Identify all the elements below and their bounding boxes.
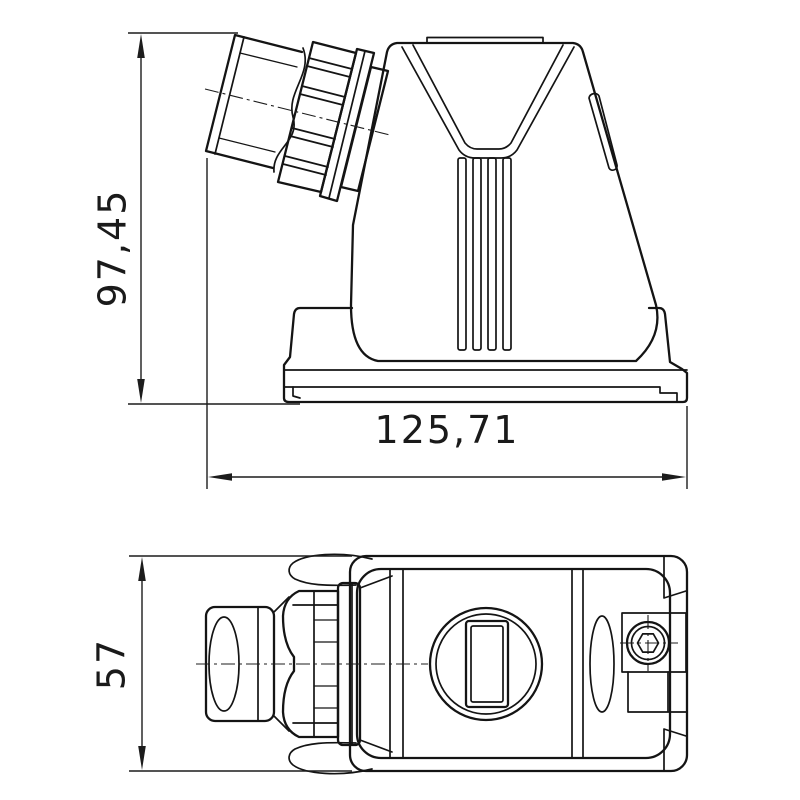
- width-dimension-label: 125,71: [375, 408, 520, 452]
- rib-4: [502, 157, 512, 351]
- base-plate-foot-step: [292, 386, 301, 399]
- side-latch-seam: [588, 92, 618, 171]
- gland-cone-upper: [273, 596, 290, 613]
- gland-cone-lower: [273, 715, 290, 732]
- rib-2: [472, 157, 482, 351]
- slot-inner: [470, 625, 504, 703]
- boss-circle-inner: [435, 613, 537, 715]
- rib-1: [457, 157, 467, 351]
- plan-cable-gland: [196, 581, 428, 747]
- front-elevation-view: [204, 33, 689, 404]
- tab-bottom-right: [663, 728, 687, 771]
- base-plate-outline: [282, 306, 689, 404]
- base-plate: [282, 306, 689, 404]
- gland-sleeve-highlight-bottom: [218, 137, 276, 153]
- tab-top-right: [663, 556, 687, 599]
- plan-gland-nut: [281, 589, 340, 739]
- dimension-height: 97,45: [91, 32, 300, 405]
- gland-neck-upper: [359, 575, 393, 589]
- arrowhead-up: [137, 34, 145, 58]
- depth-arrowhead-down: [138, 746, 146, 770]
- gland-boss-wing-upper: [288, 553, 373, 587]
- gland-flange-inner-line: [328, 50, 366, 199]
- gland-flange: [318, 47, 376, 203]
- v-groove-outer: [401, 46, 575, 159]
- gland-sleeve-highlight-top: [239, 52, 298, 68]
- gland-nut-rib-bands: [282, 57, 353, 176]
- gland-neck-lower: [359, 739, 393, 753]
- boss-circle-outer: [428, 606, 544, 722]
- arrowhead-down: [137, 379, 145, 403]
- corner-tabs: [663, 556, 687, 771]
- v-groove-inner: [412, 44, 564, 150]
- top-plan-view: [196, 553, 689, 775]
- gland-boss-wing-lower: [288, 741, 373, 775]
- conduit-break-wavy-line: [273, 47, 306, 173]
- gland-sleeve-outline: [204, 33, 304, 170]
- rib-3: [487, 157, 497, 351]
- dimension-depth: 57: [90, 555, 352, 772]
- gland-axis-centerline: [204, 88, 391, 136]
- screw-bracket-lower: [627, 671, 687, 713]
- base-plate-foot-line: [283, 386, 678, 402]
- dimension-width: 125,71: [206, 158, 688, 489]
- housing-top-tab: [426, 36, 544, 44]
- hex-socket: [636, 633, 660, 653]
- oval-cutout: [589, 615, 615, 713]
- cable-gland-assembly: [204, 33, 391, 203]
- slot-outer: [464, 619, 510, 709]
- screw-assembly: [620, 612, 687, 713]
- housing-ribs: [457, 157, 512, 351]
- slot-boss: [428, 606, 544, 722]
- depth-arrowhead-up: [138, 557, 146, 581]
- arrowhead-right: [662, 473, 686, 481]
- housing-body-outline: [349, 41, 659, 363]
- gland-ring: [339, 65, 390, 193]
- arrowhead-left: [208, 473, 232, 481]
- height-dimension-label: 97,45: [91, 189, 135, 308]
- depth-dimension-label: 57: [90, 638, 134, 690]
- nut-axial-ribs: [313, 619, 339, 709]
